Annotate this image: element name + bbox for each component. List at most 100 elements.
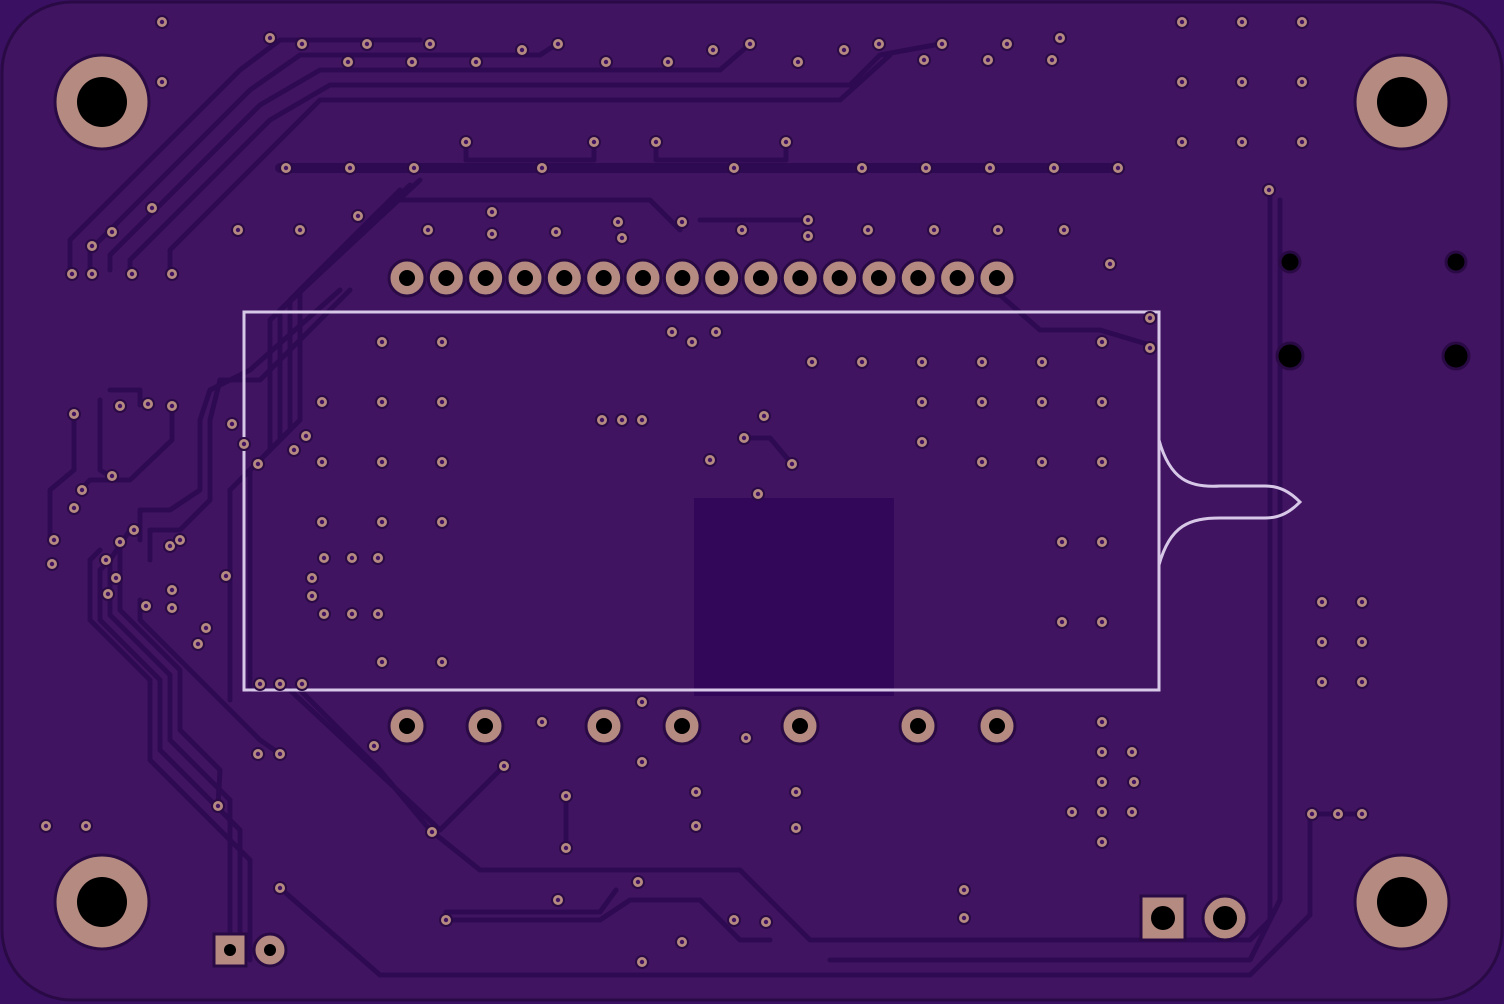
- header-pin-drill: [910, 270, 927, 286]
- via-drill: [809, 359, 815, 365]
- via-drill: [665, 59, 671, 65]
- connector-drill: [264, 944, 276, 956]
- via-drill: [1049, 57, 1055, 63]
- via-drill: [865, 227, 871, 233]
- via-drill: [143, 603, 149, 609]
- via-drill: [939, 41, 945, 47]
- via-drill: [117, 403, 123, 409]
- via-drill: [177, 537, 183, 543]
- via-drill: [1319, 679, 1325, 685]
- via-drill: [109, 229, 115, 235]
- via-drill: [349, 555, 355, 561]
- via-drill: [653, 139, 659, 145]
- via-drill: [195, 641, 201, 647]
- via-drill: [89, 271, 95, 277]
- header-pin-drill: [792, 718, 808, 734]
- mounting-hole-drill: [1377, 877, 1427, 927]
- via-drill: [519, 47, 525, 53]
- via-drill: [747, 41, 753, 47]
- via-drill: [319, 459, 325, 465]
- via-drill: [49, 561, 55, 567]
- mounting-hole-drill: [1377, 77, 1427, 127]
- via-drill: [291, 447, 297, 453]
- via-drill: [921, 57, 927, 63]
- via-drill: [731, 165, 737, 171]
- via-drill: [1099, 459, 1105, 465]
- header-pin-drill: [556, 270, 573, 286]
- via-drill: [379, 459, 385, 465]
- via-drill: [159, 19, 165, 25]
- via-drill: [345, 59, 351, 65]
- via-drill: [919, 439, 925, 445]
- via-drill: [113, 575, 119, 581]
- via-drill: [1061, 227, 1067, 233]
- via-drill: [1004, 41, 1010, 47]
- trace: [227, 177, 423, 703]
- via-drill: [319, 399, 325, 405]
- via-drill: [277, 681, 283, 687]
- via-drill: [689, 339, 695, 345]
- via-drill: [321, 611, 327, 617]
- mounting-holes: [53, 53, 1451, 951]
- two-pin-connectors: [212, 894, 1249, 968]
- via-drill: [129, 271, 135, 277]
- via-drill: [763, 919, 769, 925]
- header-pin-drill: [988, 270, 1005, 286]
- via-drill: [985, 57, 991, 63]
- via-drill: [203, 625, 209, 631]
- via-drill: [793, 789, 799, 795]
- via-drill: [283, 165, 289, 171]
- via-drill: [539, 165, 545, 171]
- unplated-hole: [1444, 250, 1468, 274]
- via-drill: [303, 433, 309, 439]
- via-drill: [1359, 811, 1365, 817]
- via-drill: [619, 235, 625, 241]
- connector-drill: [224, 944, 236, 956]
- via-drill: [429, 829, 435, 835]
- via-drill: [463, 139, 469, 145]
- via-drill: [1099, 779, 1105, 785]
- header-pin-drill: [674, 270, 691, 286]
- via-drill: [979, 459, 985, 465]
- via-drill: [255, 461, 261, 467]
- via-drill: [355, 213, 361, 219]
- silkscreen: [242, 310, 1303, 692]
- via-drill: [591, 139, 597, 145]
- via-drill: [409, 59, 415, 65]
- via-drill: [619, 417, 625, 423]
- via-drill: [1239, 19, 1245, 25]
- unplated-hole: [1441, 341, 1471, 371]
- via-drill: [79, 487, 85, 493]
- via-drill: [364, 41, 370, 47]
- via-drill: [223, 573, 229, 579]
- via-drill: [1115, 165, 1121, 171]
- via-drill: [789, 461, 795, 467]
- via-drill: [793, 825, 799, 831]
- via-drill: [1359, 639, 1365, 645]
- via-drill: [71, 505, 77, 511]
- trace: [741, 435, 795, 467]
- via-drill: [83, 823, 89, 829]
- via-drill: [679, 219, 685, 225]
- via-drill: [379, 339, 385, 345]
- header-pin-drill: [596, 718, 612, 734]
- header-pin-drill: [713, 270, 730, 286]
- via-drill: [563, 793, 569, 799]
- via-drill: [693, 789, 699, 795]
- via-drill: [51, 537, 57, 543]
- via-drill: [1239, 79, 1245, 85]
- via-drill: [679, 939, 685, 945]
- trace: [77, 403, 175, 493]
- via-drill: [919, 359, 925, 365]
- via-drill: [859, 165, 865, 171]
- via-drill: [309, 575, 315, 581]
- header-pin-drill: [910, 718, 926, 734]
- trace: [463, 139, 597, 163]
- via-drill: [1059, 619, 1065, 625]
- trace: [827, 197, 1283, 963]
- via-drill: [439, 519, 445, 525]
- trace: [443, 897, 773, 943]
- via-drill: [741, 435, 747, 441]
